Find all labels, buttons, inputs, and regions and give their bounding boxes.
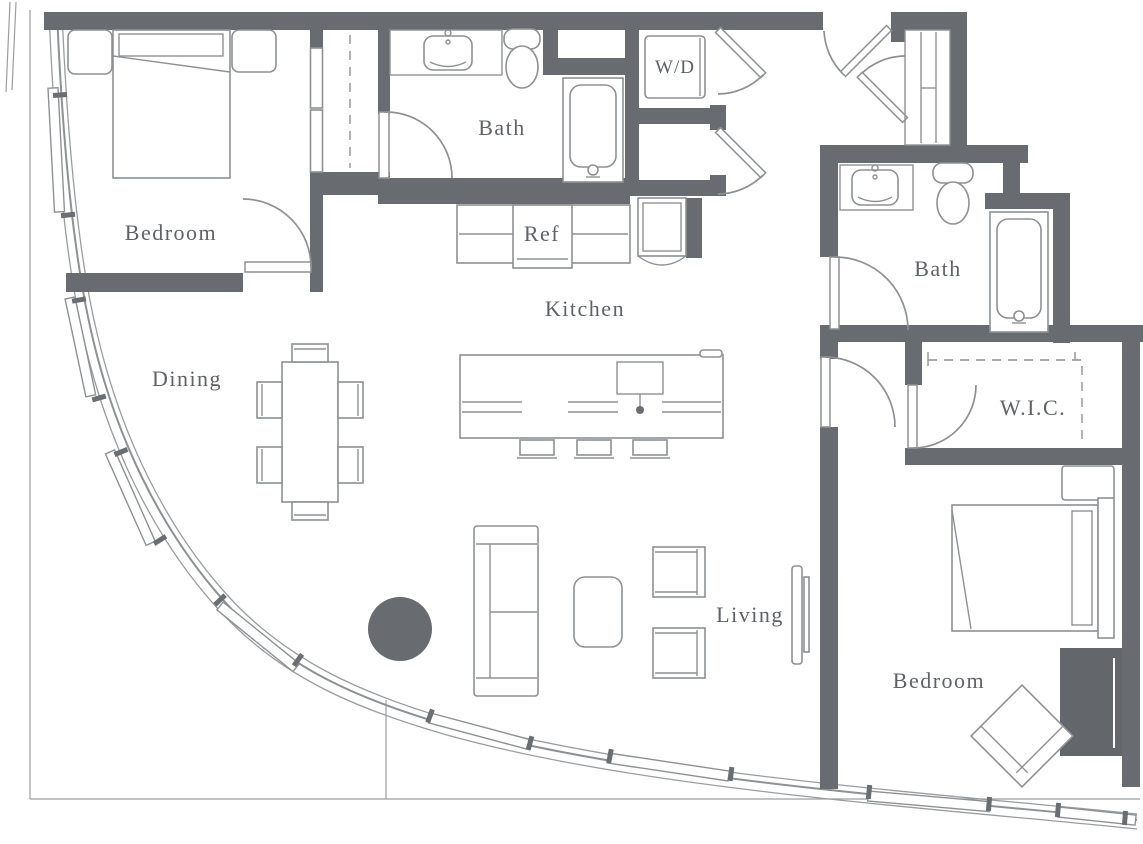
kitchen-island <box>459 349 724 439</box>
refrigerator-label: Ref <box>524 221 560 246</box>
bath-right-fixtures <box>839 162 1049 333</box>
bath-top-door <box>378 111 453 179</box>
bedroom-left-furniture <box>67 29 351 179</box>
bath-right-label: Bath <box>914 256 962 281</box>
entry-closet <box>904 29 951 146</box>
bath-top-fixtures <box>389 28 624 183</box>
vanity-sink <box>389 29 503 76</box>
walls <box>44 12 1143 789</box>
structural-column <box>368 597 432 661</box>
foyer-closet-door <box>856 55 909 124</box>
window-panel <box>47 87 1137 826</box>
bedroom-left-door <box>242 198 312 273</box>
sliding-closet <box>309 35 351 173</box>
room-labels: Bedroom Bath W/D Ref Kitchen Dining Bath… <box>125 57 1066 693</box>
kitchen-counter <box>456 204 631 269</box>
range <box>637 197 687 266</box>
bedroom-left-label: Bedroom <box>125 220 217 245</box>
coffee-table <box>573 576 623 648</box>
armchair <box>652 627 706 679</box>
nightstand <box>1061 465 1115 501</box>
bed <box>112 29 231 179</box>
bathtub <box>989 211 1049 333</box>
bath-top-label: Bath <box>478 115 526 140</box>
kitchen-fixtures <box>456 197 724 459</box>
living-furniture <box>368 525 810 697</box>
bath-right-door <box>829 256 909 331</box>
hall-closet-door <box>714 126 767 195</box>
nightstand <box>67 29 113 75</box>
refrigerator <box>512 204 573 269</box>
bed <box>951 497 1115 639</box>
curved-window-wall <box>47 11 1138 830</box>
vanity-sink <box>839 164 914 211</box>
sofa <box>473 525 539 697</box>
entry-door <box>823 24 893 78</box>
accent-chair <box>969 683 1075 789</box>
washer-dryer <box>644 35 706 99</box>
doors <box>242 24 977 449</box>
toilet <box>932 162 974 225</box>
wic-interior <box>927 352 1083 442</box>
kitchen-label: Kitchen <box>545 296 625 321</box>
dining-chair <box>256 343 364 521</box>
dining-table <box>281 361 339 503</box>
bedroom-right-door <box>820 356 896 428</box>
wic-label: W.I.C. <box>1000 395 1066 420</box>
wic-door <box>907 384 977 449</box>
bedroom-right-furniture <box>951 465 1122 789</box>
dining-label: Dining <box>152 366 222 391</box>
armchair <box>652 546 706 598</box>
nightstand <box>231 29 277 73</box>
bedroom-right-label: Bedroom <box>893 668 985 693</box>
toilet <box>503 28 541 89</box>
mullion-clip <box>52 92 1129 826</box>
laundry-closet <box>644 35 706 99</box>
dining-set <box>256 343 364 521</box>
laundry-door <box>714 26 767 95</box>
laundry-label: W/D <box>655 57 695 78</box>
bar-stool <box>517 439 670 459</box>
bathtub <box>562 77 624 183</box>
tv-console <box>791 565 810 665</box>
living-label: Living <box>716 602 784 627</box>
